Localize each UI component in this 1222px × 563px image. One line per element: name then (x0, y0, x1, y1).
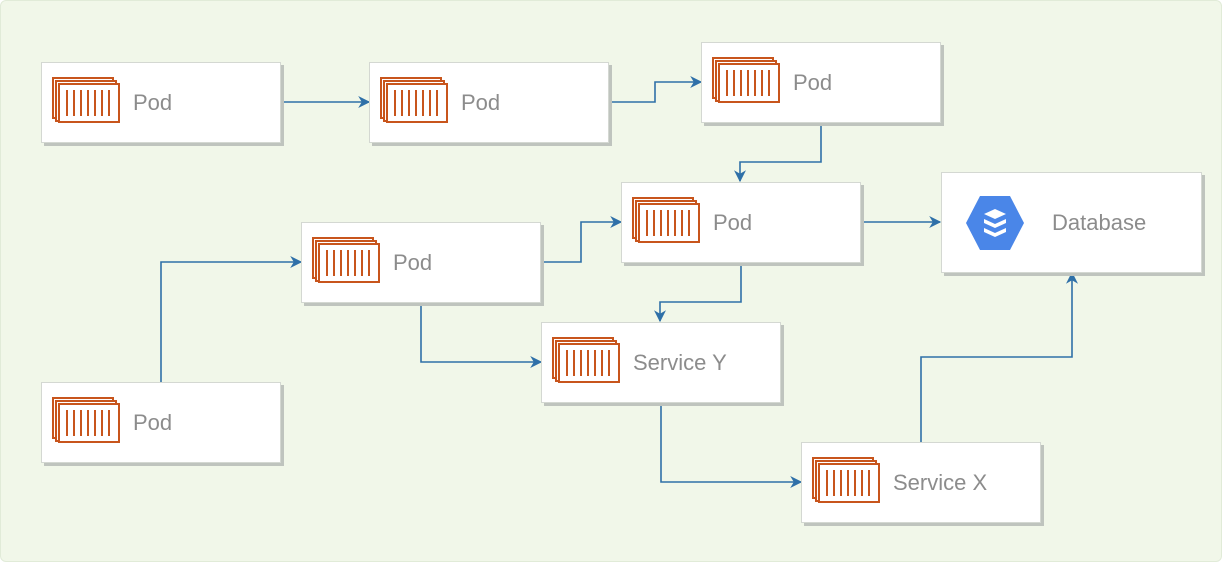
node-label: Pod (393, 249, 433, 275)
edge-service-y-to-service-x (660, 402, 803, 488)
service-x-node[interactable]: Service X (801, 442, 1041, 523)
container-icon (312, 237, 380, 283)
node-label: Database (1052, 209, 1147, 235)
node-label: Pod (713, 209, 753, 235)
pod-node-2[interactable]: Pod (369, 62, 609, 143)
node-label: Pod (461, 89, 501, 115)
database-node[interactable]: Database (941, 172, 1202, 273)
edge-pod-6-to-pod-5 (160, 256, 303, 382)
edge-pod-4-to-service-y (654, 262, 742, 323)
edge-pod-3-to-pod-4 (734, 122, 822, 183)
pod-node-6[interactable]: Pod (41, 382, 281, 463)
container-icon (380, 77, 448, 123)
pod-node-4[interactable]: Pod (621, 182, 861, 263)
node-label: Pod (793, 69, 833, 95)
container-icon (52, 77, 120, 123)
container-icon (812, 457, 880, 503)
node-label: Service Y (633, 349, 727, 375)
node-label: Pod (133, 409, 173, 435)
node-label: Pod (133, 89, 173, 115)
node-label: Service X (893, 469, 988, 495)
edge-service-x-to-database (920, 271, 1078, 442)
edge-pod-5-to-pod-4 (540, 216, 623, 263)
pod-node-1[interactable]: Pod (41, 62, 281, 143)
pod-node-5[interactable]: Pod (301, 222, 541, 303)
container-icon (632, 197, 700, 243)
service-y-node[interactable]: Service Y (541, 322, 781, 403)
container-icon (52, 397, 120, 443)
edge-pod-5-to-service-y (420, 302, 543, 368)
container-icon (712, 57, 780, 103)
edge-pod-2-to-pod-3 (608, 76, 703, 103)
database-icon (966, 196, 1024, 250)
pod-node-3[interactable]: Pod (701, 42, 941, 123)
container-icon (552, 337, 620, 383)
